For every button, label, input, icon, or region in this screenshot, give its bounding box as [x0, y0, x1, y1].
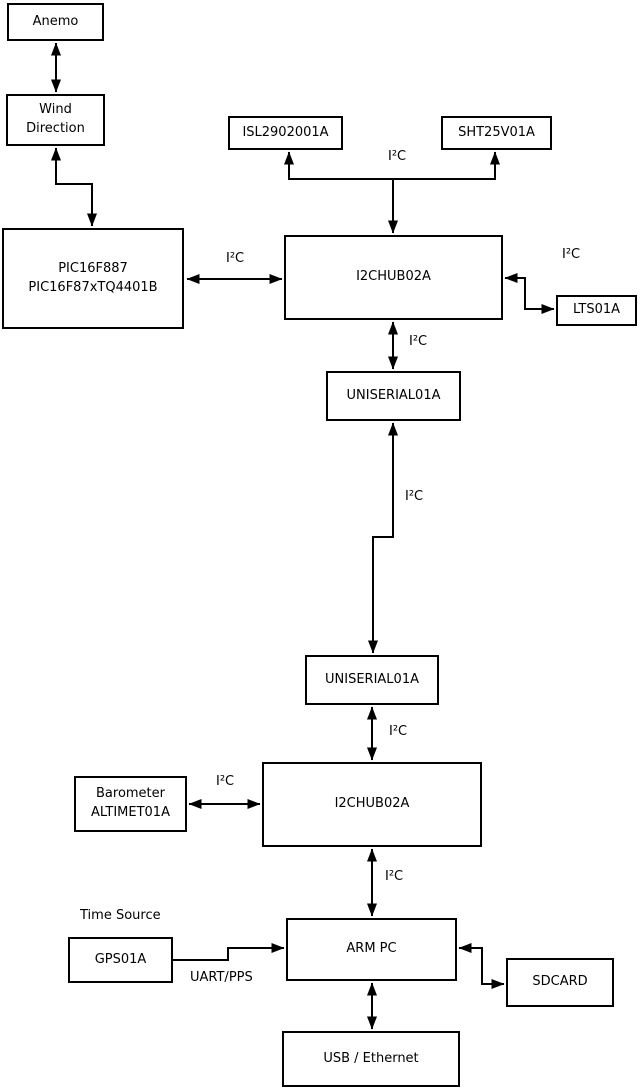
node-sdcard: SDCARD: [506, 958, 614, 1007]
node-sht25v01a: SHT25V01A: [441, 116, 552, 150]
edge-gps-armpc: [173, 943, 285, 961]
node-wind-direction: Wind Direction: [6, 94, 105, 146]
node-barometer: Barometer ALTIMET01A: [74, 776, 187, 832]
node-anemo: Anemo: [7, 3, 104, 41]
label-i2c-uniserial-hub2: I²C: [389, 724, 408, 739]
node-i2chub-lower: I2CHUB02A: [262, 762, 482, 847]
label-time-source: Time Source: [80, 908, 161, 923]
node-uniserial-lower: UNISERIAL01A: [305, 655, 439, 705]
node-i2chub-upper: I2CHUB02A: [284, 235, 503, 320]
edge-wind-pic: [51, 147, 97, 227]
node-usb-ethernet: USB / Ethernet: [282, 1031, 460, 1087]
label-i2c-barometer: I²C: [216, 774, 235, 789]
label-uart-pps: UART/PPS: [190, 970, 253, 985]
node-arm-pc: ARM PC: [286, 918, 457, 981]
node-isl2902001a: ISL2902001A: [228, 116, 343, 150]
label-i2c-hub-uniserial: I²C: [409, 334, 428, 349]
label-i2c-hub2-armpc: I²C: [385, 869, 404, 884]
node-gps01a: GPS01A: [68, 937, 173, 983]
edge-hub1-lts: [504, 273, 555, 314]
label-i2c-sensors: I²C: [388, 149, 407, 164]
node-lts01a: LTS01A: [556, 295, 637, 326]
edge-armpc-sdcard: [458, 943, 505, 989]
label-i2c-uniserial-link: I²C: [405, 489, 424, 504]
label-i2c-lts: I²C: [562, 247, 581, 262]
node-uniserial-upper: UNISERIAL01A: [326, 371, 461, 421]
edge-uniserial1-uniserial2: [368, 422, 398, 654]
label-i2c-pic-hub: I²C: [226, 251, 245, 266]
node-pic16f887: PIC16F887 PIC16F87xTQ4401B: [2, 228, 184, 329]
